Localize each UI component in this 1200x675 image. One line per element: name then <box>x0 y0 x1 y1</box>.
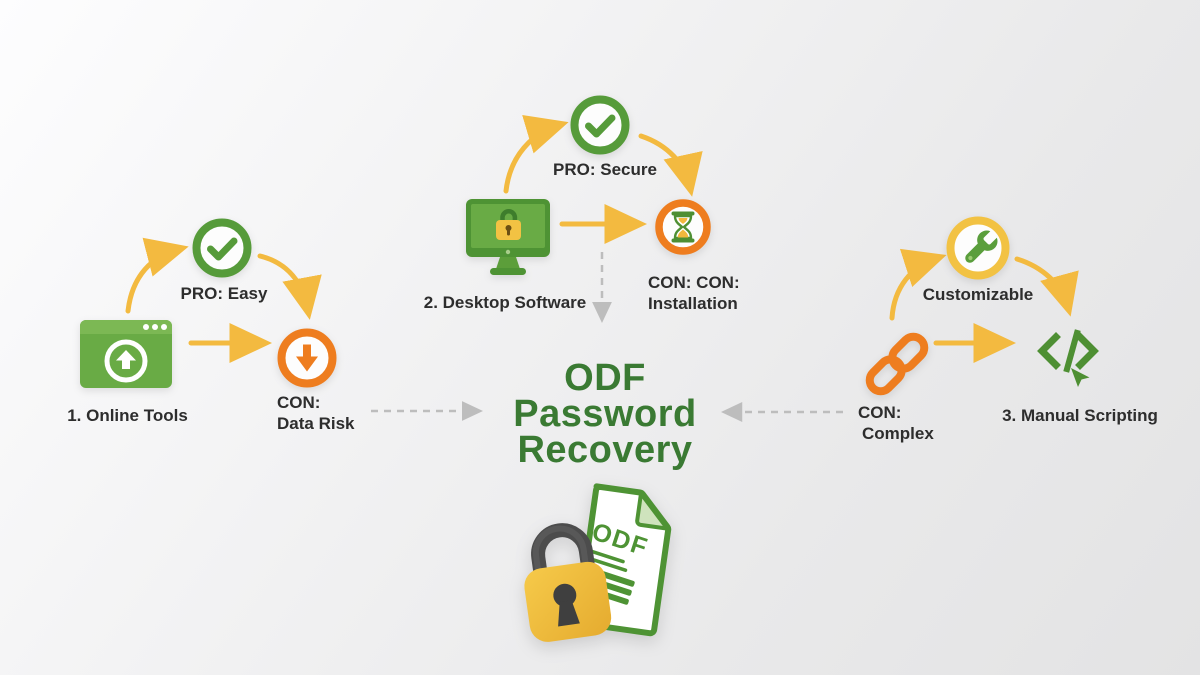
arrow-desktop-to-pro <box>503 115 569 194</box>
manual-scripting-label: 3. Manual Scripting <box>1002 406 1158 425</box>
checkmark-circle-icon <box>570 95 630 155</box>
con-installation-label: CON: CON: Installation <box>648 273 740 313</box>
con-data-risk-label: CON: Data Risk <box>277 393 355 433</box>
arrow-pro-to-con-installation <box>638 133 703 197</box>
padlock-icon <box>524 523 612 642</box>
code-cursor-icon <box>1037 329 1099 387</box>
con-complex-label: CON: Complex <box>858 403 934 443</box>
upload-browser-icon <box>80 320 172 388</box>
wrench-circle-icon <box>946 216 1010 280</box>
page-title: ODF Password Recovery <box>513 357 697 471</box>
chain-link-icon <box>865 332 929 396</box>
arrow-online-to-pro <box>125 237 189 314</box>
hourglass-circle-icon <box>655 199 711 255</box>
monitor-lock-icon <box>466 199 550 275</box>
arrow-customizable-to-code <box>1014 256 1079 317</box>
arrow-chain-to-customizable <box>889 248 947 321</box>
customizable-label: Customizable <box>922 285 1034 304</box>
padlock-document-graphic: ODF <box>524 483 672 642</box>
desktop-software-label: 2. Desktop Software <box>423 293 587 312</box>
online-tools-label: 1. Online Tools <box>67 406 188 425</box>
download-circle-icon <box>277 328 337 388</box>
checkmark-circle-icon <box>192 218 252 278</box>
pro-easy-label: PRO: Easy <box>180 284 268 303</box>
arrow-pro-to-con-datarisk <box>257 253 322 320</box>
pro-secure-label: PRO: Secure <box>553 160 657 179</box>
